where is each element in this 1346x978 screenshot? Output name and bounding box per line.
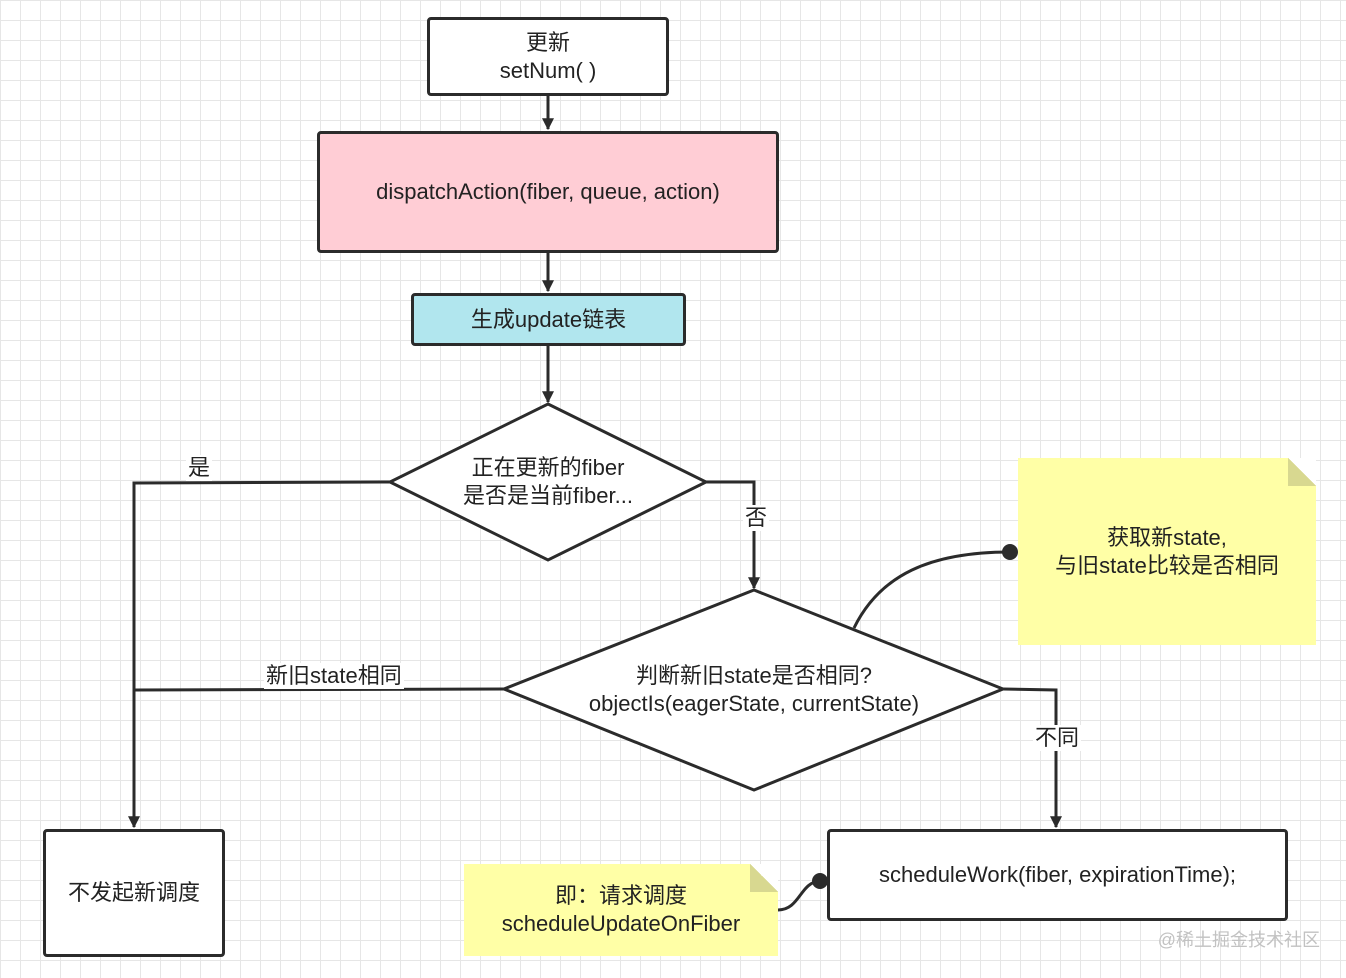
node-no-schedule[interactable]: 不发起新调度 <box>43 829 225 957</box>
decision-check-fiber[interactable]: 正在更新的fiber 是否是当前fiber... <box>410 454 686 510</box>
edge-compare-same <box>133 687 505 692</box>
edge-check-yes <box>128 480 391 829</box>
node-dispatch-action[interactable]: dispatchAction(fiber, queue, action) <box>317 131 779 253</box>
node-schedule-work-label: scheduleWork(fiber, expirationTime); <box>878 862 1237 887</box>
decision-check-fiber-shape <box>386 402 710 562</box>
watermark: @稀土掘金技术社区 <box>1157 930 1320 950</box>
decision-compare-state-line2: objectIs(eagerState, currentState) <box>588 691 920 716</box>
edge-label-different: 不同 <box>1033 725 1082 751</box>
edge-label-no: 否 <box>743 505 770 531</box>
node-update-line2: setNum( ) <box>499 57 597 83</box>
connector-dot <box>1002 544 1018 560</box>
node-update[interactable]: 更新 setNum( ) <box>427 17 669 96</box>
note-fold <box>1288 458 1316 486</box>
note-fold <box>750 864 778 892</box>
edge-check-no <box>706 480 760 590</box>
decision-compare-state[interactable]: 判断新旧state是否相同? objectIs(eagerState, curr… <box>554 662 954 718</box>
node-dispatch-action-label: dispatchAction(fiber, queue, action) <box>376 179 720 204</box>
note-request-schedule-line2: scheduleUpdateOnFiber <box>501 911 741 936</box>
decision-compare-state-shape <box>499 588 1008 792</box>
node-no-schedule-label: 不发起新调度 <box>67 880 200 905</box>
node-generate-update-list-label: 生成update链表 <box>470 306 627 332</box>
edge-label-same-state: 新旧state相同 <box>264 663 404 689</box>
node-generate-update-list[interactable]: 生成update链表 <box>411 293 686 346</box>
decision-check-fiber-line1: 正在更新的fiber <box>471 455 625 480</box>
note-request-schedule[interactable]: 即：请求调度 scheduleUpdateOnFiber <box>464 864 778 956</box>
node-update-line1: 更新 <box>525 29 570 55</box>
note-connector-get-state <box>852 550 1011 629</box>
node-schedule-work[interactable]: scheduleWork(fiber, expirationTime); <box>827 829 1288 921</box>
note-get-state-line2: 与旧state比较是否相同 <box>1055 552 1279 578</box>
edge-compare-different <box>1002 687 1062 829</box>
note-get-state-line1: 获取新state, <box>1107 524 1227 550</box>
decision-check-fiber-line2: 是否是当前fiber... <box>463 483 633 508</box>
connector-dot <box>812 873 828 889</box>
decision-compare-state-line1: 判断新旧state是否相同? <box>636 663 872 688</box>
note-get-state[interactable]: 获取新state, 与旧state比较是否相同 <box>1018 458 1316 645</box>
edge-label-yes: 是 <box>186 455 213 481</box>
note-request-schedule-line1: 即：请求调度 <box>554 883 687 908</box>
